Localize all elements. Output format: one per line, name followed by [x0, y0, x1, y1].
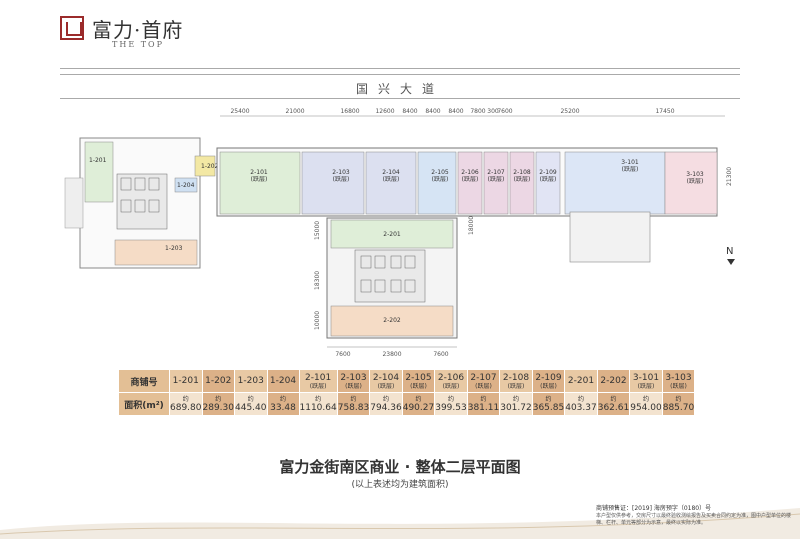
dim-bottom-1: 7600: [335, 351, 350, 358]
table-unit-cell: 2-201: [564, 369, 598, 393]
area-table: 商铺号 1-201 1-202 1-203 1-204 2-101(跃层) 2-…: [118, 369, 696, 416]
brand-name-en: THE TOP: [112, 40, 164, 49]
dim-top-12: 17450: [655, 108, 674, 115]
unit-2-201: 2-201: [383, 231, 401, 238]
north-arrow-icon: N: [726, 246, 735, 265]
dim-top-6: 8400: [425, 108, 440, 115]
dim-top-7: 8400: [448, 108, 463, 115]
table-unit-cell: 1-204: [266, 369, 300, 393]
table-unit-cell: 2-101(跃层): [298, 369, 338, 393]
decorative-swoosh: [0, 508, 800, 539]
table-unit-cell: 1-202: [201, 369, 235, 393]
dim-side-left-1: 15000: [314, 221, 321, 240]
dim-bottom-3: 7600: [433, 351, 448, 358]
road-name: 国兴大道: [355, 82, 444, 96]
disclaimer-text: 本户型仅供参考，交房尺寸以最终验收测绘报告及买卖合同约定为准，图中户型单位的楼梯…: [596, 513, 792, 526]
unit-2-105: 2-105: [431, 169, 449, 176]
dim-top-8: 7800: [470, 108, 485, 115]
unit-2-109: 2-109: [539, 169, 557, 176]
unit-2-106: 2-106: [461, 169, 479, 176]
unit-2-109-note: (跃层): [540, 175, 557, 183]
dim-side-right: 21300: [726, 167, 733, 186]
dim-side-left-2: 18300: [314, 271, 321, 290]
dim-top-4: 12600: [375, 108, 394, 115]
dim-top-5: 8400: [402, 108, 417, 115]
table-header-unit: 商铺号: [118, 369, 170, 393]
unit-1-204: 1-204: [177, 182, 195, 189]
unit-2-101: 2-101: [250, 169, 268, 176]
dim-side-left-3: 10000: [314, 311, 321, 330]
dim-side-mid: 18000: [468, 216, 475, 235]
brand-name: 富力·首府: [92, 18, 184, 42]
unit-2-107: 2-107: [487, 169, 505, 176]
page-title: 富力金街南区商业 · 整体二层平面图: [279, 458, 521, 476]
table-unit-cell: 2-106(跃层): [434, 369, 468, 393]
dim-top-3: 16800: [340, 108, 359, 115]
presale-license: 商铺预售证：[2019] 海房预字（0180）号: [596, 505, 712, 512]
dim-top-10: 7600: [497, 108, 512, 115]
table-unit-cell: 3-103(跃层): [661, 369, 696, 393]
unit-3-101: 3-101: [621, 159, 639, 166]
unit-1-202: 1-202: [201, 163, 219, 170]
dim-top-9: 300: [487, 108, 499, 115]
unit-2-108: 2-108: [513, 169, 531, 176]
unit-2-103-note: (跃层): [333, 175, 350, 183]
table-unit-cell: 3-101(跃层): [629, 369, 663, 393]
table-unit-cell: 2-109(跃层): [531, 369, 566, 393]
road-edge-bottom: [60, 98, 740, 99]
unit-2-106-note: (跃层): [462, 175, 479, 183]
dim-bottom-2: 23800: [382, 351, 401, 358]
table-row-units: 商铺号 1-201 1-202 1-203 1-204 2-101(跃层) 2-…: [118, 369, 696, 393]
unit-3-103-note: (跃层): [687, 177, 704, 185]
floor-plan: 25400 21000 16800 12600 8400 8400 8400 7…: [64, 108, 733, 358]
unit-1-201: 1-201: [89, 157, 107, 164]
dim-top-11: 25200: [560, 108, 579, 115]
table-unit-cell: 2-105(跃层): [401, 369, 436, 393]
brand-logo-mark: [60, 16, 84, 40]
table-unit-cell: 2-107(跃层): [466, 369, 501, 393]
page-subtitle: (以上表述均为建筑面积): [351, 480, 449, 490]
unit-2-105-note: (跃层): [432, 175, 449, 183]
table-unit-cell: 1-201: [169, 369, 203, 393]
table-unit-cell: 2-202: [596, 369, 631, 393]
unit-3-103: 3-103: [686, 171, 704, 178]
table-unit-cell: 2-104(跃层): [369, 369, 403, 393]
table-unit-cell: 1-203: [234, 369, 268, 393]
unit-2-107-note: (跃层): [488, 175, 505, 183]
north-label: N: [726, 246, 734, 257]
unit-3-101-note: (跃层): [622, 165, 639, 173]
unit-2-103: 2-103: [332, 169, 350, 176]
unit-2-202: 2-202: [383, 317, 401, 324]
road-edge-top: [60, 68, 740, 69]
unit-2-104: 2-104: [382, 169, 400, 176]
table-unit-cell: 2-103(跃层): [336, 369, 371, 393]
unit-2-104-note: (跃层): [383, 175, 400, 183]
table-unit-cell: 2-108(跃层): [499, 369, 533, 393]
road-edge-top-inner: [60, 74, 740, 75]
unit-2-101-note: (跃层): [251, 175, 268, 183]
unit-2-108-note: (跃层): [514, 175, 531, 183]
unit-1-203: 1-203: [165, 245, 183, 252]
dim-top-2: 21000: [285, 108, 304, 115]
dim-top-1: 25400: [230, 108, 249, 115]
table-header-area: 面积(m²): [118, 392, 170, 416]
